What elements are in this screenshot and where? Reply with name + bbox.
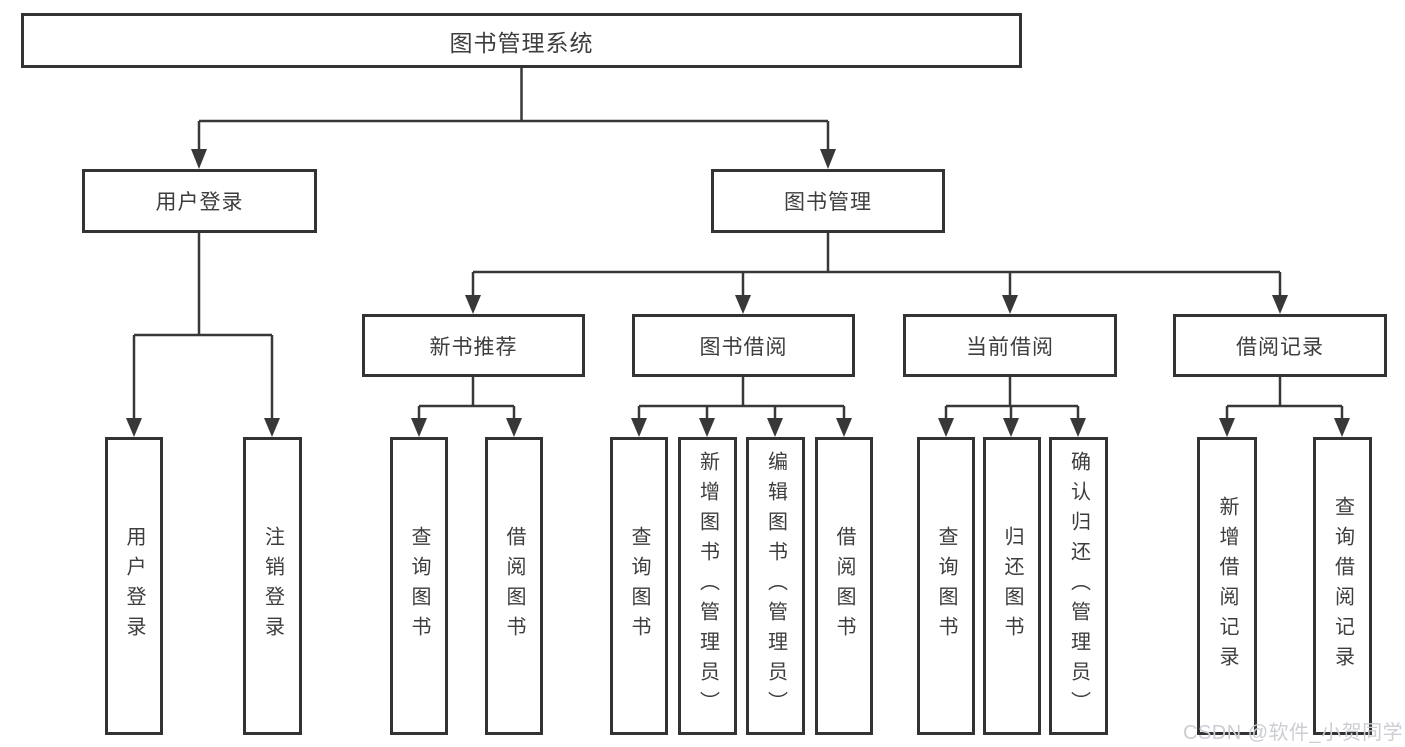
node-book-borrowing: 图书借阅: [632, 314, 855, 377]
leaf-add-borrow-record: 新增借阅记录: [1197, 437, 1257, 735]
connector-book-mgmt-children: [471, 233, 1282, 296]
leaf-confirm-return-admin: 确认归还（管理员）: [1049, 437, 1108, 735]
leaf-user-login-label: 用户登录: [123, 526, 145, 646]
leaf-borrow-books-label: 借阅图书: [833, 526, 855, 646]
arrowheads-level3: [465, 295, 1288, 314]
node-book-borrowing-label: 图书借阅: [699, 335, 788, 359]
node-root-label: 图书管理系统: [449, 29, 594, 56]
node-new-book-recommend: 新书推荐: [362, 314, 585, 377]
leaf-logout: 注销登录: [243, 437, 302, 735]
node-current-borrowing-label: 当前借阅: [966, 335, 1054, 359]
leaf-logout-label: 注销登录: [261, 526, 284, 646]
leaf-query-borrow-record: 查询借阅记录: [1313, 437, 1372, 735]
leaf-query-books-recommend: 查询图书: [390, 437, 448, 735]
leaf-query-books-current-label: 查询图书: [935, 526, 957, 646]
node-user-login: 用户登录: [82, 169, 317, 233]
node-root: 图书管理系统: [21, 13, 1022, 68]
leaf-query-books-current: 查询图书: [917, 437, 975, 735]
leaf-return-books: 归还图书: [983, 437, 1041, 735]
node-new-book-recommend-label: 新书推荐: [429, 335, 518, 359]
leaf-borrow-books-recommend: 借阅图书: [485, 437, 543, 735]
leaf-add-borrow-record-label: 新增借阅记录: [1216, 496, 1238, 676]
leaf-confirm-return-admin-label: 确认归还（管理员）: [1067, 451, 1090, 721]
leaf-query-books-recommend-label: 查询图书: [408, 526, 430, 646]
arrowheads-leaves: [126, 418, 1350, 437]
node-current-borrowing: 当前借阅: [903, 314, 1117, 377]
connector-user-login-children: [132, 233, 274, 418]
connector-root-to-level2: [197, 66, 830, 151]
leaf-return-books-label: 归还图书: [1001, 526, 1023, 646]
leaf-query-books-borrowing: 查询图书: [610, 437, 668, 735]
node-user-login-label: 用户登录: [155, 191, 244, 214]
leaf-add-books-admin-label: 新增图书（管理员）: [696, 451, 719, 721]
connector-leaf-branches: [417, 377, 1344, 418]
node-borrow-records-label: 借阅记录: [1236, 335, 1324, 359]
leaf-borrow-books: 借阅图书: [815, 437, 873, 735]
node-book-management-label: 图书管理: [784, 191, 872, 214]
node-borrow-records: 借阅记录: [1173, 314, 1387, 377]
leaf-query-borrow-record-label: 查询借阅记录: [1331, 496, 1354, 676]
csdn-watermark: CSDN @软件_小贺同学: [1183, 722, 1404, 744]
leaf-edit-books-admin: 编辑图书（管理员）: [746, 437, 805, 735]
leaf-add-books-admin: 新增图书（管理员）: [678, 437, 737, 735]
leaf-edit-books-admin-label: 编辑图书（管理员）: [764, 451, 787, 721]
node-book-management: 图书管理: [711, 169, 945, 233]
arrowheads-level2: [191, 149, 836, 169]
leaf-borrow-books-recommend-label: 借阅图书: [503, 526, 525, 646]
leaf-query-books-borrowing-label: 查询图书: [628, 526, 650, 646]
leaf-user-login: 用户登录: [105, 437, 163, 735]
